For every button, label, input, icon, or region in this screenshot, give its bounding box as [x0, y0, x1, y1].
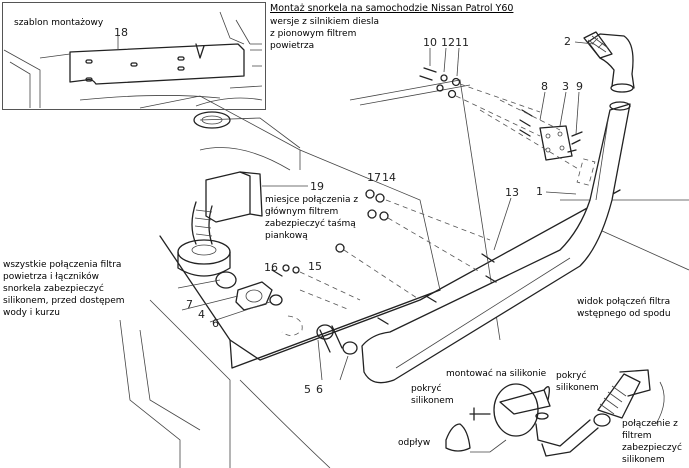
- part-number-14: 14: [382, 171, 396, 184]
- mounting-template-inset: [2, 2, 266, 110]
- note-cover-silicone-right: pokryć silikonem: [556, 371, 599, 393]
- part-number-2: 2: [564, 35, 571, 48]
- part-number-18: 18: [114, 26, 128, 39]
- mounting-template-sketch: [3, 11, 263, 108]
- diagram-title: Montaż snorkela na samochodzie Nissan Pa…: [270, 3, 514, 14]
- vehicle-body-outline: [119, 79, 689, 468]
- part-number-9: 9: [576, 80, 583, 93]
- bracket-and-fasteners: [271, 67, 583, 325]
- part-number-13: 13: [505, 186, 519, 199]
- part-number-1: 1: [536, 185, 543, 198]
- part-number-3: 3: [562, 80, 569, 93]
- part-number-6-flange: 6: [212, 317, 219, 330]
- part-number-16: 16: [264, 261, 278, 274]
- note-foam-tape: miesjce połączenia z głównym filtrem zab…: [265, 195, 359, 241]
- part-number-4: 4: [198, 308, 205, 321]
- part-number-6-clamp: 6: [316, 383, 323, 396]
- prefilter-underside-view: [445, 369, 665, 457]
- part-number-19: 19: [310, 180, 324, 193]
- part-number-7: 7: [186, 298, 193, 311]
- snorkel-tube: [361, 31, 635, 384]
- part-number-11: 11: [455, 36, 469, 49]
- mounting-template-label: szablon montażowy: [14, 18, 104, 28]
- note-cover-silicone-left: pokryć silikonem: [411, 384, 454, 406]
- part-number-10: 10: [423, 36, 437, 49]
- part-number-15: 15: [308, 260, 322, 273]
- note-all-joints-silicone: wszystkie połączenia filtra powietrza i …: [3, 260, 125, 318]
- part-number-5: 5: [304, 383, 311, 396]
- note-filter-connection: połączenie z filtrem zabezpieczyć siliko…: [622, 419, 682, 465]
- note-mount-on-silicone: montować na silikonie: [446, 369, 547, 379]
- part-number-17: 17: [367, 171, 381, 184]
- note-drain: odpływ: [398, 438, 431, 448]
- part-leader-lines: [177, 41, 595, 381]
- part-number-8: 8: [541, 80, 548, 93]
- note-bottom-view: widok połączeń filtra wstępnego od spodu: [577, 297, 671, 319]
- part-number-12: 12: [441, 36, 455, 49]
- diagram-subtitle: wersje z silnikiem diesla z pionowym fil…: [270, 17, 379, 51]
